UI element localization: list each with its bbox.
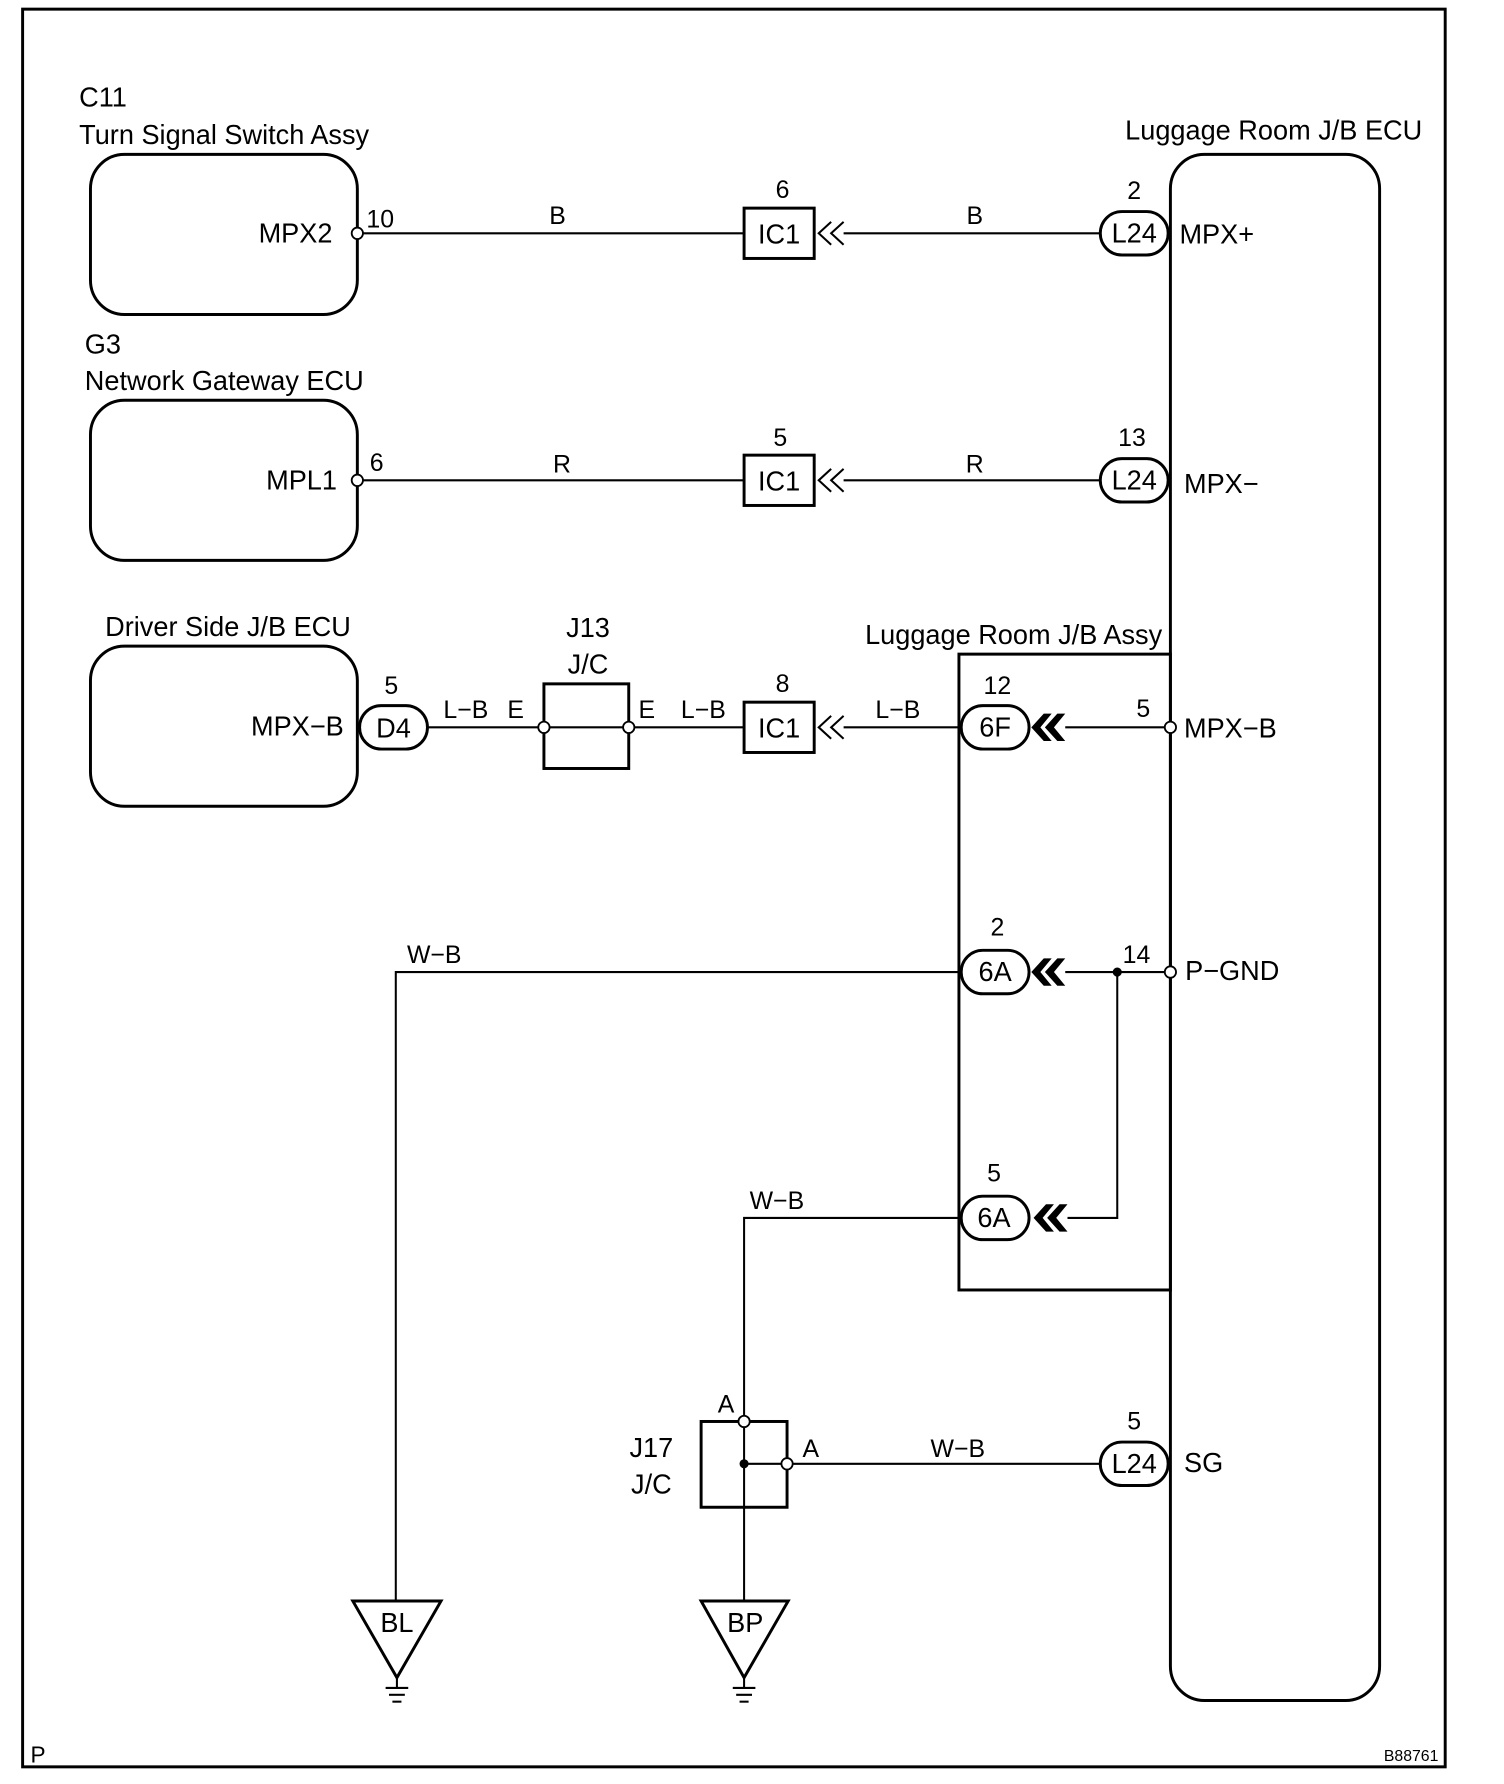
wire-ic1-to-6f-color: L−B xyxy=(875,696,920,724)
6a-connector-upper-label: 6A xyxy=(979,956,1013,987)
turn-signal-switch-pin xyxy=(350,226,364,240)
ic1-connector-mpx-plus-pin: 6 xyxy=(776,176,790,204)
j13-type: J/C xyxy=(568,648,609,679)
j17-terminal-right: A xyxy=(803,1435,820,1463)
6a-connector-lower-pin: 5 xyxy=(987,1159,1001,1187)
ground-bl-label: BL xyxy=(380,1607,413,1638)
j13-pin-left xyxy=(537,720,551,734)
ecu-pin-mpx-b-terminal xyxy=(1163,720,1177,734)
ic1-connector-mpx-plus-label: IC1 xyxy=(758,218,800,249)
l24-connector-mpx-minus-label: L24 xyxy=(1112,464,1157,495)
ecu-terminal-mpx-plus: MPX+ xyxy=(1179,218,1254,249)
footer-figure-id: B88761 xyxy=(1384,1748,1439,1765)
ground-bp-triangle xyxy=(698,1599,791,1681)
ground-bl-triangle xyxy=(350,1599,444,1681)
ic1-connector-mpx-b-label: IC1 xyxy=(758,712,800,743)
6f-connector xyxy=(959,704,1031,751)
network-gateway-pin xyxy=(350,473,364,487)
wire-6a-to-bl xyxy=(394,971,962,1602)
turn-signal-switch-code: C11 xyxy=(79,81,127,112)
ecu-pin-mpx-b: 5 xyxy=(1136,695,1150,723)
l24-connector-mpx-minus-pin: 13 xyxy=(1118,424,1146,452)
j17-code: J17 xyxy=(629,1432,673,1463)
j13-code: J13 xyxy=(566,612,610,643)
footer-section: P xyxy=(31,1741,46,1767)
ecu-terminal-mpx-minus: MPX− xyxy=(1184,468,1259,499)
wire-6a-to-j17-color: W−B xyxy=(750,1187,805,1215)
6f-connector-label: 6F xyxy=(979,711,1011,742)
j13-pin-right xyxy=(622,720,636,734)
d4-connector-pin: 5 xyxy=(384,672,398,700)
ground-bp-label: BP xyxy=(727,1607,763,1638)
l24-connector-sg-pin: 5 xyxy=(1127,1407,1141,1435)
luggage-jb-ecu-name: Luggage Room J/B ECU xyxy=(1125,114,1422,145)
wire-pgnd-to-6a-lower xyxy=(1067,972,1119,1219)
network-gateway-pin-number: 6 xyxy=(370,449,384,477)
wire-mpx2-to-ic1-color: B xyxy=(549,202,566,230)
ecu-pin-p-gnd-terminal xyxy=(1163,965,1177,979)
l24-connector-sg xyxy=(1098,1440,1170,1488)
l24-connector-mpx-minus xyxy=(1098,457,1170,504)
wire-6a-to-j17 xyxy=(743,1216,962,1416)
wire-6a-to-bl-color: W−B xyxy=(407,941,462,969)
ic1-connector-mpx-plus xyxy=(742,206,816,260)
wire-ic1-to-mpx-plus-color: B xyxy=(966,202,983,230)
network-gateway-code: G3 xyxy=(85,328,121,359)
wire-ic1-to-mpx-minus-color: R xyxy=(966,450,984,478)
l24-connector-mpx-plus xyxy=(1098,210,1170,257)
ecu-pin-p-gnd: 14 xyxy=(1123,941,1151,969)
ic1-connector-mpx-minus-pin: 5 xyxy=(773,424,787,452)
turn-signal-switch-pin-number: 10 xyxy=(366,205,394,233)
ecu-terminal-p-gnd: P−GND xyxy=(1185,955,1279,986)
l24-connector-mpx-plus-label: L24 xyxy=(1112,217,1157,248)
ic1-connector-mpx-minus-label: IC1 xyxy=(758,465,800,496)
wire-j13-to-ic1-color: L−B xyxy=(681,696,726,724)
wire-mpl1-to-ic1-color: R xyxy=(553,450,571,478)
ic1-connector-mpx-b-pin: 8 xyxy=(776,670,790,698)
wire-j17-to-sg-color: W−B xyxy=(931,1435,986,1463)
l24-connector-mpx-plus-pin: 2 xyxy=(1127,177,1141,205)
ic1-connector-mpx-b xyxy=(742,700,816,754)
l24-connector-sg-label: L24 xyxy=(1112,1448,1157,1479)
j17-pin-right xyxy=(780,1457,794,1471)
driver-side-jb-terminal: MPX−B xyxy=(251,710,344,741)
network-gateway-terminal: MPL1 xyxy=(266,464,337,495)
driver-side-jb-name: Driver Side J/B ECU xyxy=(105,611,351,642)
j17-type: J/C xyxy=(631,1468,672,1499)
j17-terminal-top: A xyxy=(718,1390,735,1418)
ecu-terminal-sg: SG xyxy=(1184,1447,1223,1478)
luggage-jb-assy-name: Luggage Room J/B Assy xyxy=(865,619,1162,650)
6a-connector-upper-pin: 2 xyxy=(990,913,1004,941)
turn-signal-switch-name: Turn Signal Switch Assy xyxy=(79,119,369,150)
j17-pin-top xyxy=(737,1414,751,1429)
network-gateway-name: Network Gateway ECU xyxy=(85,365,364,396)
6a-connector-upper xyxy=(959,948,1031,996)
j17-junction-dot xyxy=(739,1459,749,1469)
6f-connector-pin: 12 xyxy=(984,672,1012,700)
ic1-connector-mpx-minus xyxy=(742,453,816,507)
diagram-frame xyxy=(21,7,1447,1769)
ecu-terminal-mpx-b: MPX−B xyxy=(1184,712,1277,743)
turn-signal-switch-terminal: MPX2 xyxy=(259,217,333,248)
j13-terminal-left: E xyxy=(507,696,524,724)
d4-connector-label: D4 xyxy=(376,712,411,743)
driver-side-jb-box xyxy=(88,644,359,808)
wire-d4-to-j13-color: L−B xyxy=(443,696,488,724)
6a-connector-lower-label: 6A xyxy=(977,1202,1011,1233)
j13-terminal-right: E xyxy=(639,696,656,724)
